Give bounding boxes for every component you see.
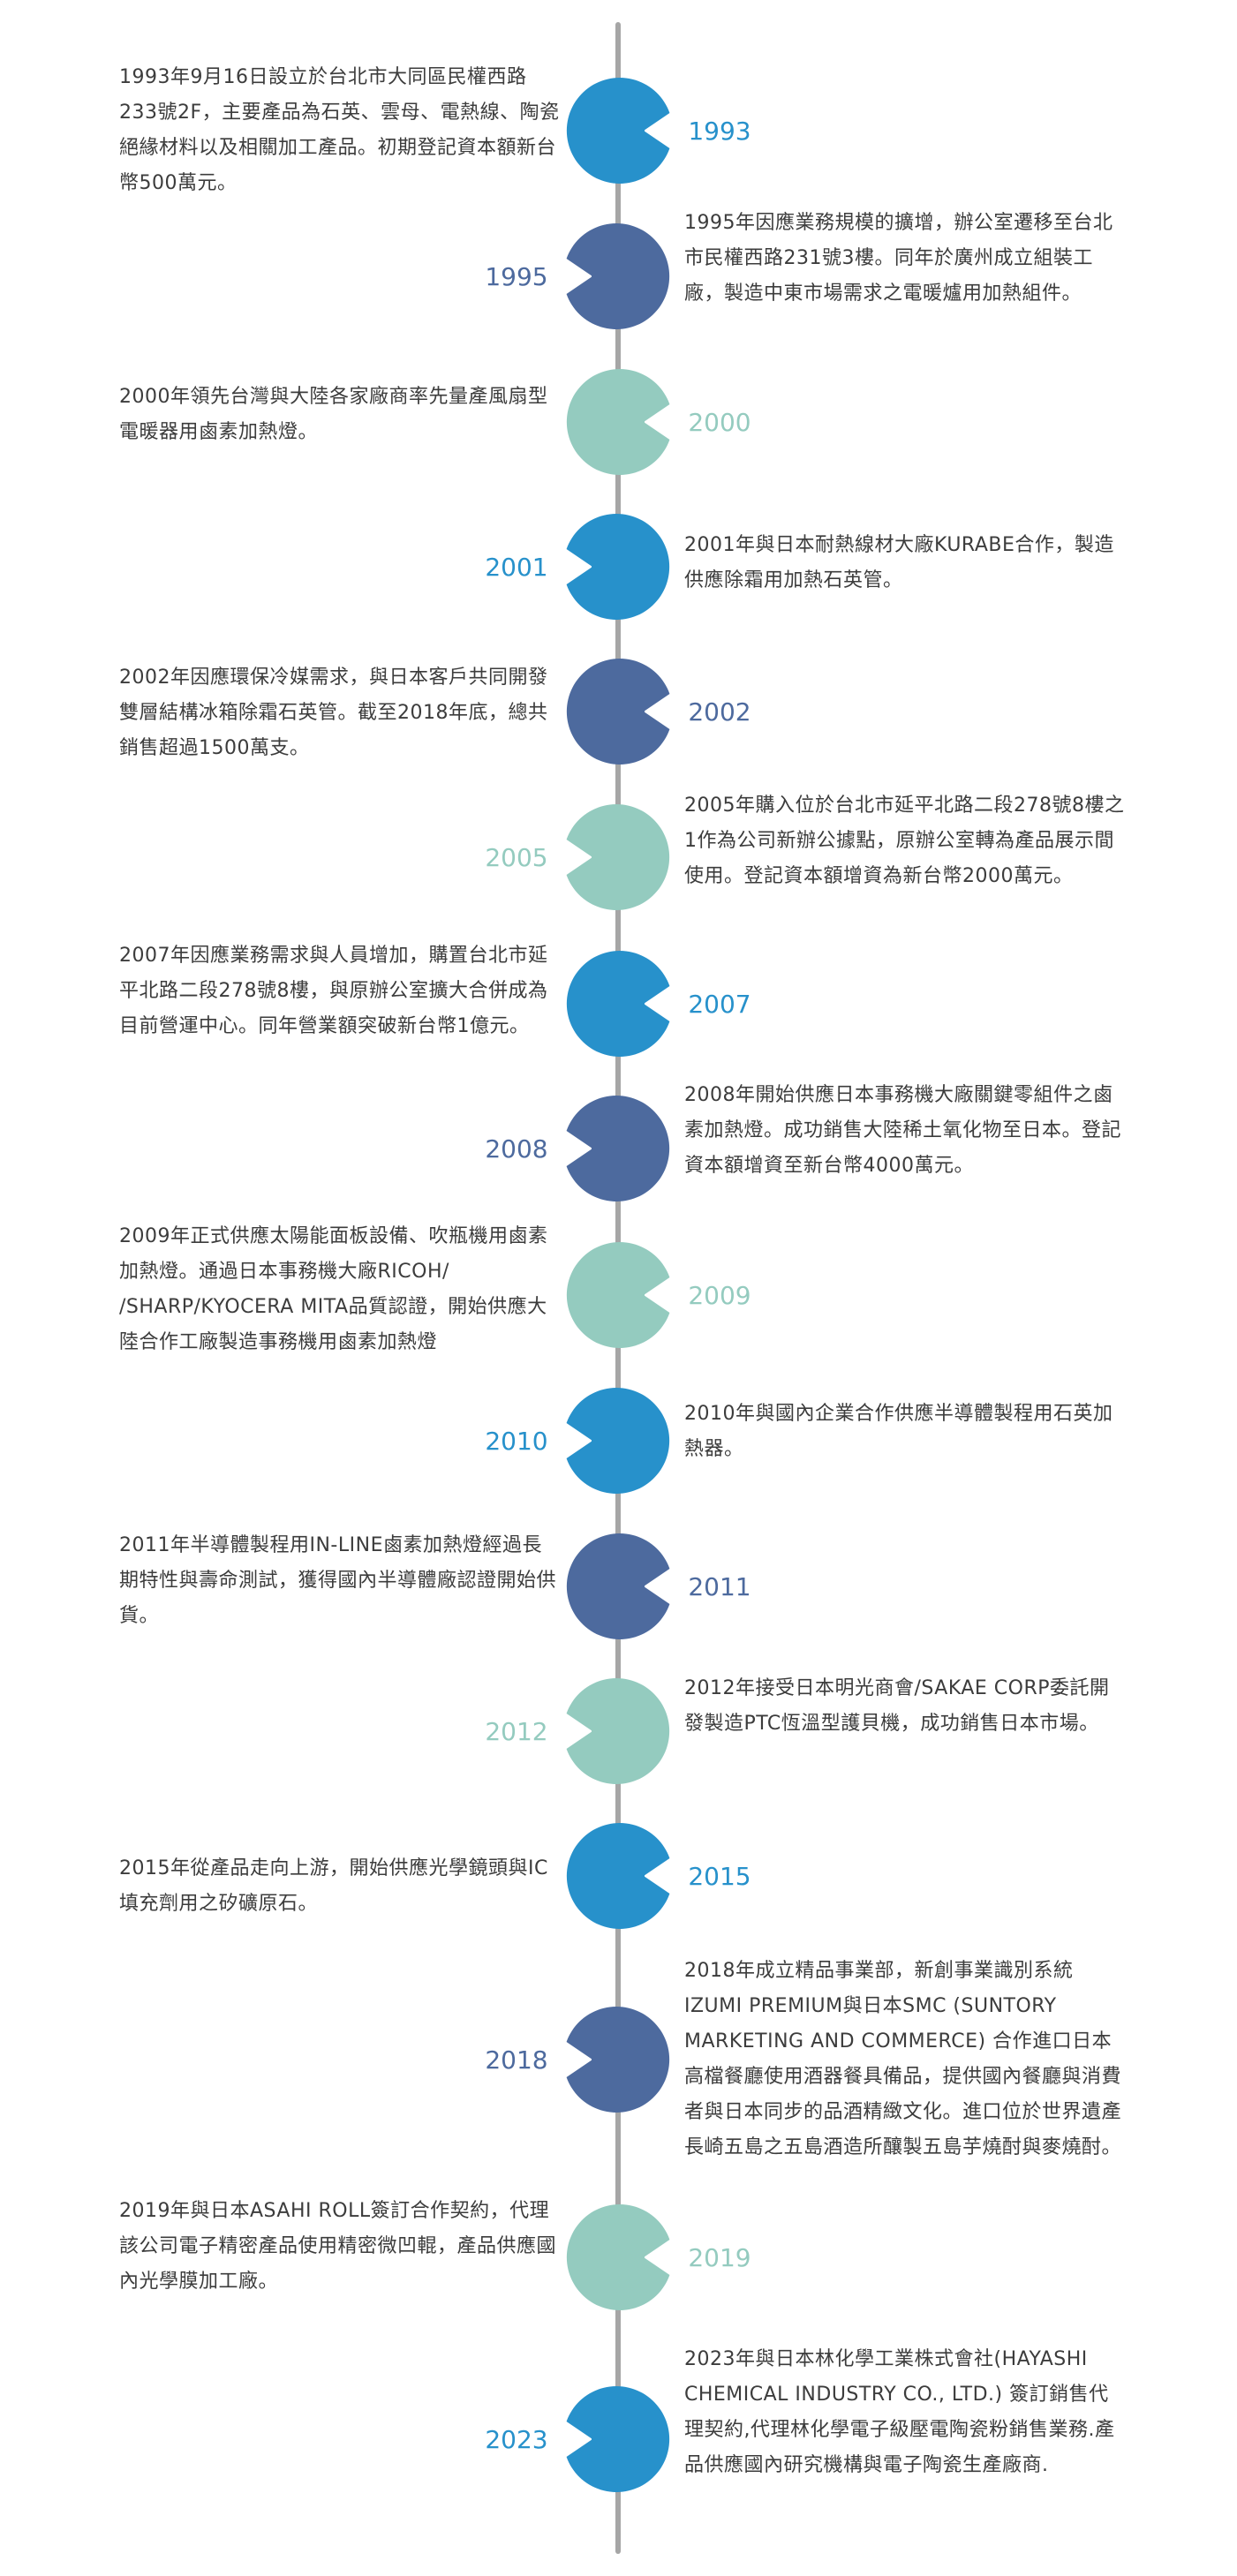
year-badge [566,78,670,185]
year-label: 2002 [688,697,750,727]
year-badge-inner [679,963,760,1044]
year-badge [566,2204,670,2310]
event-description: 2000年領先台灣與大陸各家廠商率先量產風扇型電暖器用鹵素加熱燈。 [119,386,548,443]
event-description: 2005年購入位於台北市延平北路二段278號8樓之 1作為公司新辦公據點，原辦公… [684,795,1125,887]
year-badge-inner [679,1254,760,1336]
event-description: 2007年因應業務需求與人員增加，購置台北市延平北路二段278號8樓，與原辦公室… [119,945,548,1037]
year-badge [566,514,670,621]
year-label: 2018 [485,2045,547,2075]
year-badge-inner [476,2019,557,2100]
year-label: 2008 [485,1134,547,1164]
year-badge-inner [476,1108,557,1189]
year-label: 2000 [688,408,750,437]
year-badge [566,1096,670,1201]
event-description: 2023年與日本林化學工業株式會社(HAYASHI CHEMICAL INDUS… [684,2348,1115,2476]
year-badge [566,369,670,475]
year-badge-inner [476,2399,557,2480]
year-badge-inner [679,1835,760,1917]
event-description: 2001年與日本耐熱線材大廠KURABE合作，製造供應除霜用加熱石英管。 [684,534,1114,591]
event-description: 2002年因應環保冷媒需求，與日本客戶共同開發雙層結構冰箱除霜石英管。截至201… [119,667,548,759]
event-description: 1993年9月16日設立於台北市大同區民權西路233號2F，主要產品為石英、雲母… [119,66,560,194]
year-badge [566,951,670,1058]
year-badge [566,659,670,765]
year-badge-inner [679,1546,760,1627]
year-badge [566,1823,670,1929]
year-label: 2007 [688,990,750,1019]
event-description: 2009年正式供應太陽能面板設備、吹瓶機用鹵素加熱燈。通過日本事務機大廠RICO… [119,1225,548,1353]
year-label: 1995 [485,262,547,291]
event-description: 2012年接受日本明光商會/SAKAE CORP委託開發製造PTC恆溫型護貝機，… [684,1677,1110,1735]
year-badge-inner [476,1400,557,1481]
year-badge-inner [679,90,760,171]
year-label: 2023 [485,2425,547,2454]
year-label: 2001 [485,553,547,582]
year-badge [566,1387,670,1494]
event-description: 2011年半導體製程用IN-LINE鹵素加熱燈經過長期特性與壽命測試，獲得國內半… [119,1534,557,1627]
year-label: 1993 [688,117,750,146]
year-label: 2009 [688,1281,750,1310]
event-description: 2010年與國內企業合作供應半導體製程用石英加熱器。 [684,1403,1113,1460]
event-description: 2015年從產品走向上游，開始供應光學鏡頭與IC填充劑用之矽礦原石。 [119,1857,548,1915]
event-description: 2019年與日本ASAHI ROLL簽訂合作契約，代理該公司電子精密產品使用精密… [119,2200,557,2293]
year-badge [566,223,670,330]
year-badge-inner [476,817,557,898]
year-badge [566,2007,670,2113]
year-badge [566,2386,670,2493]
year-badge [566,804,670,911]
year-badge [566,1242,670,1348]
year-badge-inner [679,381,760,463]
year-badge-inner [679,2217,760,2298]
year-label: 2005 [485,843,547,872]
year-label: 2019 [688,2243,750,2272]
year-label: 2015 [688,1862,750,1891]
year-label: 2011 [688,1572,750,1601]
year-badge-inner [679,671,760,752]
year-label: 2012 [485,1717,547,1746]
year-badge [566,1678,670,1784]
year-label: 2010 [485,1427,547,1456]
event-description: 1995年因應業務規模的擴增，辦公室遷移至台北市民權西路231號3樓。同年於廣州… [684,212,1113,305]
year-badge-inner [476,1691,557,1772]
event-description: 2018年成立精品事業部，新創事業識別系統IZUMI PREMIUM與日本SMC… [684,1960,1122,2158]
year-badge-inner [476,526,557,607]
event-description: 2008年開始供應日本事務機大廠關鍵零組件之鹵素加熱燈。成功銷售大陸稀土氧化物至… [684,1084,1122,1177]
year-badge [566,1533,670,1639]
year-badge-inner [476,236,557,317]
